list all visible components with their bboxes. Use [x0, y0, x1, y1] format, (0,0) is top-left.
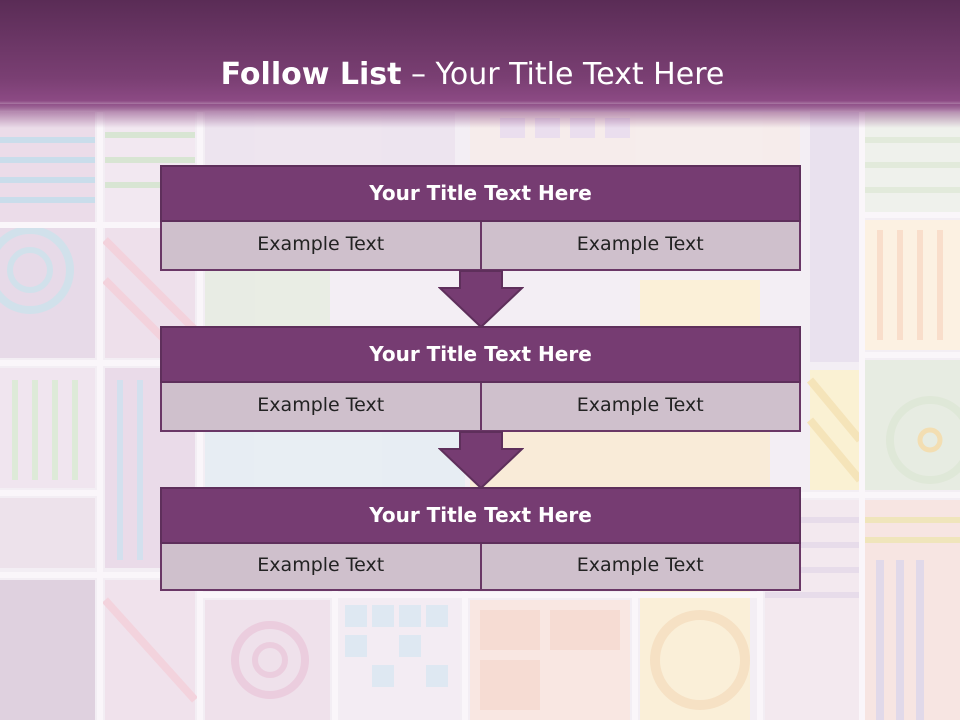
step-row: Example Text Example Text — [160, 544, 801, 591]
down-arrow-icon — [438, 270, 524, 328]
step-card-3: Your Title Text Here Example Text Exampl… — [160, 487, 801, 591]
slide-title-rest: – Your Title Text Here — [401, 57, 725, 92]
down-arrow-icon — [438, 431, 524, 489]
step-cell-left: Example Text — [160, 383, 482, 432]
slide-title-bold: Follow List — [220, 57, 402, 92]
step-heading: Your Title Text Here — [160, 326, 801, 383]
step-cell-right: Example Text — [481, 222, 801, 271]
step-cell-left: Example Text — [160, 544, 482, 591]
title-banner-fade — [0, 104, 960, 128]
step-cell-left: Example Text — [160, 222, 482, 271]
step-heading: Your Title Text Here — [160, 487, 801, 544]
step-row: Example Text Example Text — [160, 222, 801, 271]
title-banner — [0, 0, 960, 112]
step-card-1: Your Title Text Here Example Text Exampl… — [160, 165, 801, 271]
step-cell-right: Example Text — [481, 383, 801, 432]
step-cell-right: Example Text — [481, 544, 801, 591]
step-row: Example Text Example Text — [160, 383, 801, 432]
step-heading: Your Title Text Here — [160, 165, 801, 222]
slide-title: Follow List – Your Title Text Here — [0, 55, 945, 95]
step-card-2: Your Title Text Here Example Text Exampl… — [160, 326, 801, 432]
